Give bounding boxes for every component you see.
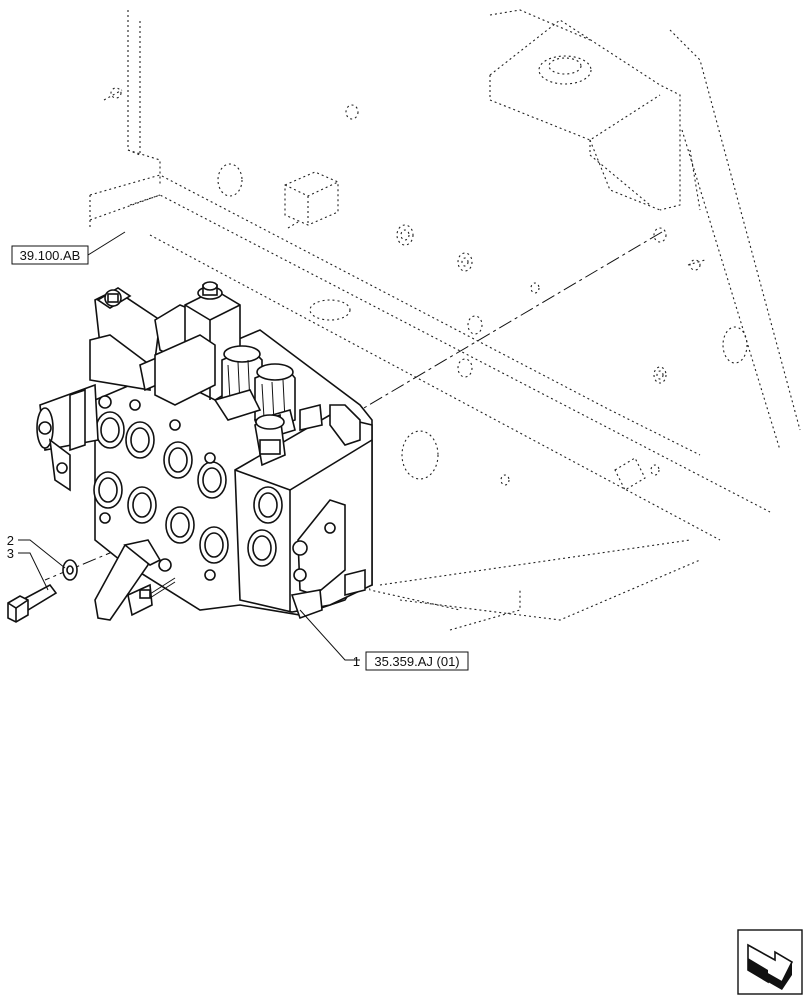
chassis-frame-outline	[89, 9, 801, 631]
item-3-label: 3	[7, 546, 14, 561]
inlet-fitting	[36, 383, 99, 492]
callout-ref-valve-text: 35.359.AJ (01)	[374, 654, 459, 669]
leader-lines	[18, 231, 360, 661]
callout-ref-frame[interactable]: 39.100.AB	[11, 245, 89, 265]
bolt	[7, 583, 58, 623]
callout-ref-frame-text: 39.100.AB	[20, 248, 81, 263]
item-2-label: 2	[7, 533, 14, 548]
item-1-label: 1	[353, 654, 360, 669]
callout-ref-valve[interactable]: 35.359.AJ (01)	[365, 651, 469, 671]
arrow-icon[interactable]	[737, 929, 803, 995]
relief-valve-caps	[213, 345, 296, 441]
washer	[62, 559, 78, 581]
control-lever	[94, 539, 176, 621]
pressure-fitting	[254, 403, 323, 467]
control-valve-assembly	[36, 281, 373, 621]
